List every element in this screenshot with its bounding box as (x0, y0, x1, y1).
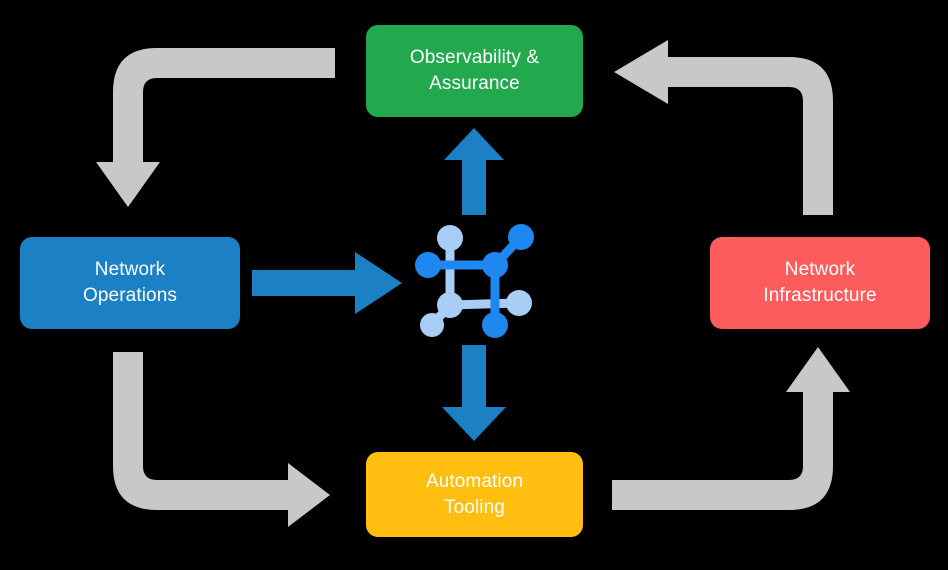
box-automation-label: Automation Tooling (426, 469, 523, 520)
mesh-dark-nodes (415, 224, 534, 338)
gray-arrow-infrastructure-to-observability (614, 40, 833, 215)
box-infrastructure-label: Network Infrastructure (763, 257, 876, 308)
box-network-infrastructure[interactable]: Network Infrastructure (710, 237, 930, 329)
box-operations-line1: Network (94, 259, 166, 281)
box-observability-label: Observability & Assurance (410, 45, 539, 96)
blue-arrow-operations-to-center (252, 252, 402, 314)
gray-arrow-automation-to-infrastructure (612, 347, 850, 510)
box-observability-assurance[interactable]: Observability & Assurance (366, 25, 583, 117)
mesh-light-nodes (420, 225, 532, 337)
box-observability-line1: Observability & (409, 47, 540, 69)
box-network-operations[interactable]: Network Operations (20, 237, 240, 329)
network-mesh-icon (415, 224, 534, 338)
box-automation-line2: Tooling (444, 496, 505, 518)
gray-arrow-operations-to-automation (113, 352, 330, 527)
box-observability-line2: Assurance (429, 73, 520, 94)
blue-arrow-center-to-automation (442, 345, 506, 441)
box-operations-line2: Operations (83, 285, 177, 306)
box-operations-label: Network Operations (83, 257, 177, 308)
blue-arrow-center-to-observability (444, 128, 504, 215)
gray-arrow-observability-to-operations (96, 48, 335, 207)
box-infrastructure-line2: Infrastructure (763, 285, 877, 306)
box-automation-line1: Automation (425, 470, 524, 492)
box-infrastructure-line1: Network (784, 259, 856, 281)
box-automation-tooling[interactable]: Automation Tooling (366, 452, 583, 537)
